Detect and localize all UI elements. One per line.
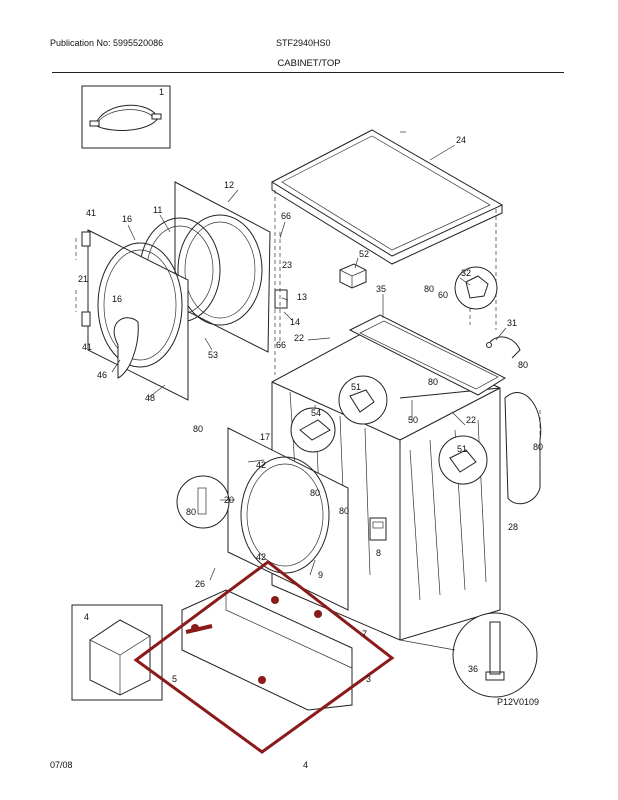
publication-number: Publication No: 5995520086	[50, 38, 164, 48]
callout-80-mid: 80	[428, 377, 438, 387]
callout-80-cabinet: 80	[339, 506, 349, 516]
callout-26: 26	[195, 579, 205, 589]
callout-46: 46	[97, 370, 107, 380]
callout-14: 14	[290, 317, 300, 327]
diagram-code: P12V0109	[497, 697, 540, 707]
part-32-inset	[454, 266, 498, 325]
callout-22-right: 22	[466, 415, 476, 425]
callout-66-bottom: 66	[276, 340, 286, 350]
part-8-bracket	[369, 517, 387, 541]
callout-13: 13	[297, 292, 307, 302]
part-36-inset	[399, 612, 538, 698]
section-title: CABINET/TOP	[277, 58, 341, 69]
callout-11: 11	[153, 205, 162, 215]
control-console	[348, 314, 507, 396]
part-1-hose-inset	[81, 85, 171, 149]
callout-17: 17	[260, 432, 270, 442]
callout-80-frame: 80	[310, 488, 320, 498]
callout-42-bottom: 42	[256, 552, 266, 562]
callout-9: 9	[318, 570, 323, 580]
callout-80-left: 80	[193, 424, 203, 434]
callout-4: 4	[84, 612, 89, 622]
callout-32: 32	[461, 268, 471, 278]
part-12-front-panel	[174, 181, 271, 353]
part-54-inset	[290, 407, 336, 453]
callout-16-top: 16	[122, 214, 132, 224]
callout-41-bottom: 41	[82, 342, 92, 352]
callout-8: 8	[376, 548, 381, 558]
part-3-kick-panel	[181, 589, 353, 711]
header-rule	[52, 72, 564, 73]
callout-23: 23	[282, 260, 292, 270]
part-24-top-panel	[270, 129, 504, 375]
part-48-door-frame	[87, 229, 189, 401]
part-52-block	[339, 263, 367, 289]
callout-36: 36	[468, 664, 478, 674]
callout-60: 60	[438, 290, 448, 300]
part-28-side-panel	[504, 392, 542, 505]
callout-3: 3	[366, 674, 371, 684]
callout-5: 5	[172, 674, 177, 684]
callout-7: 7	[362, 629, 367, 639]
callout-52: 52	[359, 249, 369, 259]
callout-80-right: 80	[518, 360, 528, 370]
part-20-inset	[176, 475, 230, 529]
callout-28: 28	[508, 522, 518, 532]
part-31-cord	[486, 336, 521, 359]
callout-31: 31	[507, 318, 517, 328]
highlight-box	[133, 560, 395, 754]
callout-51-top: 51	[351, 382, 361, 392]
part-42-inner-frame	[227, 427, 349, 611]
callout-80-far-right: 80	[533, 442, 543, 452]
footer-date: 07/08	[50, 760, 73, 770]
callout-50: 50	[408, 415, 418, 425]
left-hinge-parts	[75, 231, 288, 345]
callout-35: 35	[376, 284, 386, 294]
footer-page-number: 4	[303, 760, 309, 770]
callout-51-bottom: 51	[457, 444, 467, 454]
callout-16-mid: 16	[112, 294, 122, 304]
model-number: STF2940HS0	[276, 38, 331, 48]
callout-24: 24	[456, 135, 466, 145]
callout-41-top: 41	[86, 208, 96, 218]
callout-48: 48	[145, 393, 155, 403]
callout-labels: 1 24 12 41 16 11 66 23 21 16 13 14 41 53…	[78, 87, 543, 684]
callout-20: 20	[224, 495, 234, 505]
part-51-inset-b	[438, 435, 488, 485]
callout-1: 1	[159, 87, 164, 97]
callout-80-top: 80	[424, 284, 434, 294]
callout-54: 54	[311, 408, 321, 418]
callout-80-inset: 80	[186, 507, 196, 517]
leader-lines	[111, 144, 507, 581]
callout-42-top: 42	[256, 460, 266, 470]
callout-12: 12	[224, 180, 234, 190]
part-4-inset	[71, 604, 163, 701]
callout-22-left: 22	[294, 333, 304, 343]
callout-21: 21	[78, 274, 88, 284]
callout-66-top: 66	[281, 211, 291, 221]
callout-53: 53	[208, 350, 218, 360]
part-46-door-glass	[113, 317, 139, 379]
part-51-inset-a	[338, 375, 388, 425]
